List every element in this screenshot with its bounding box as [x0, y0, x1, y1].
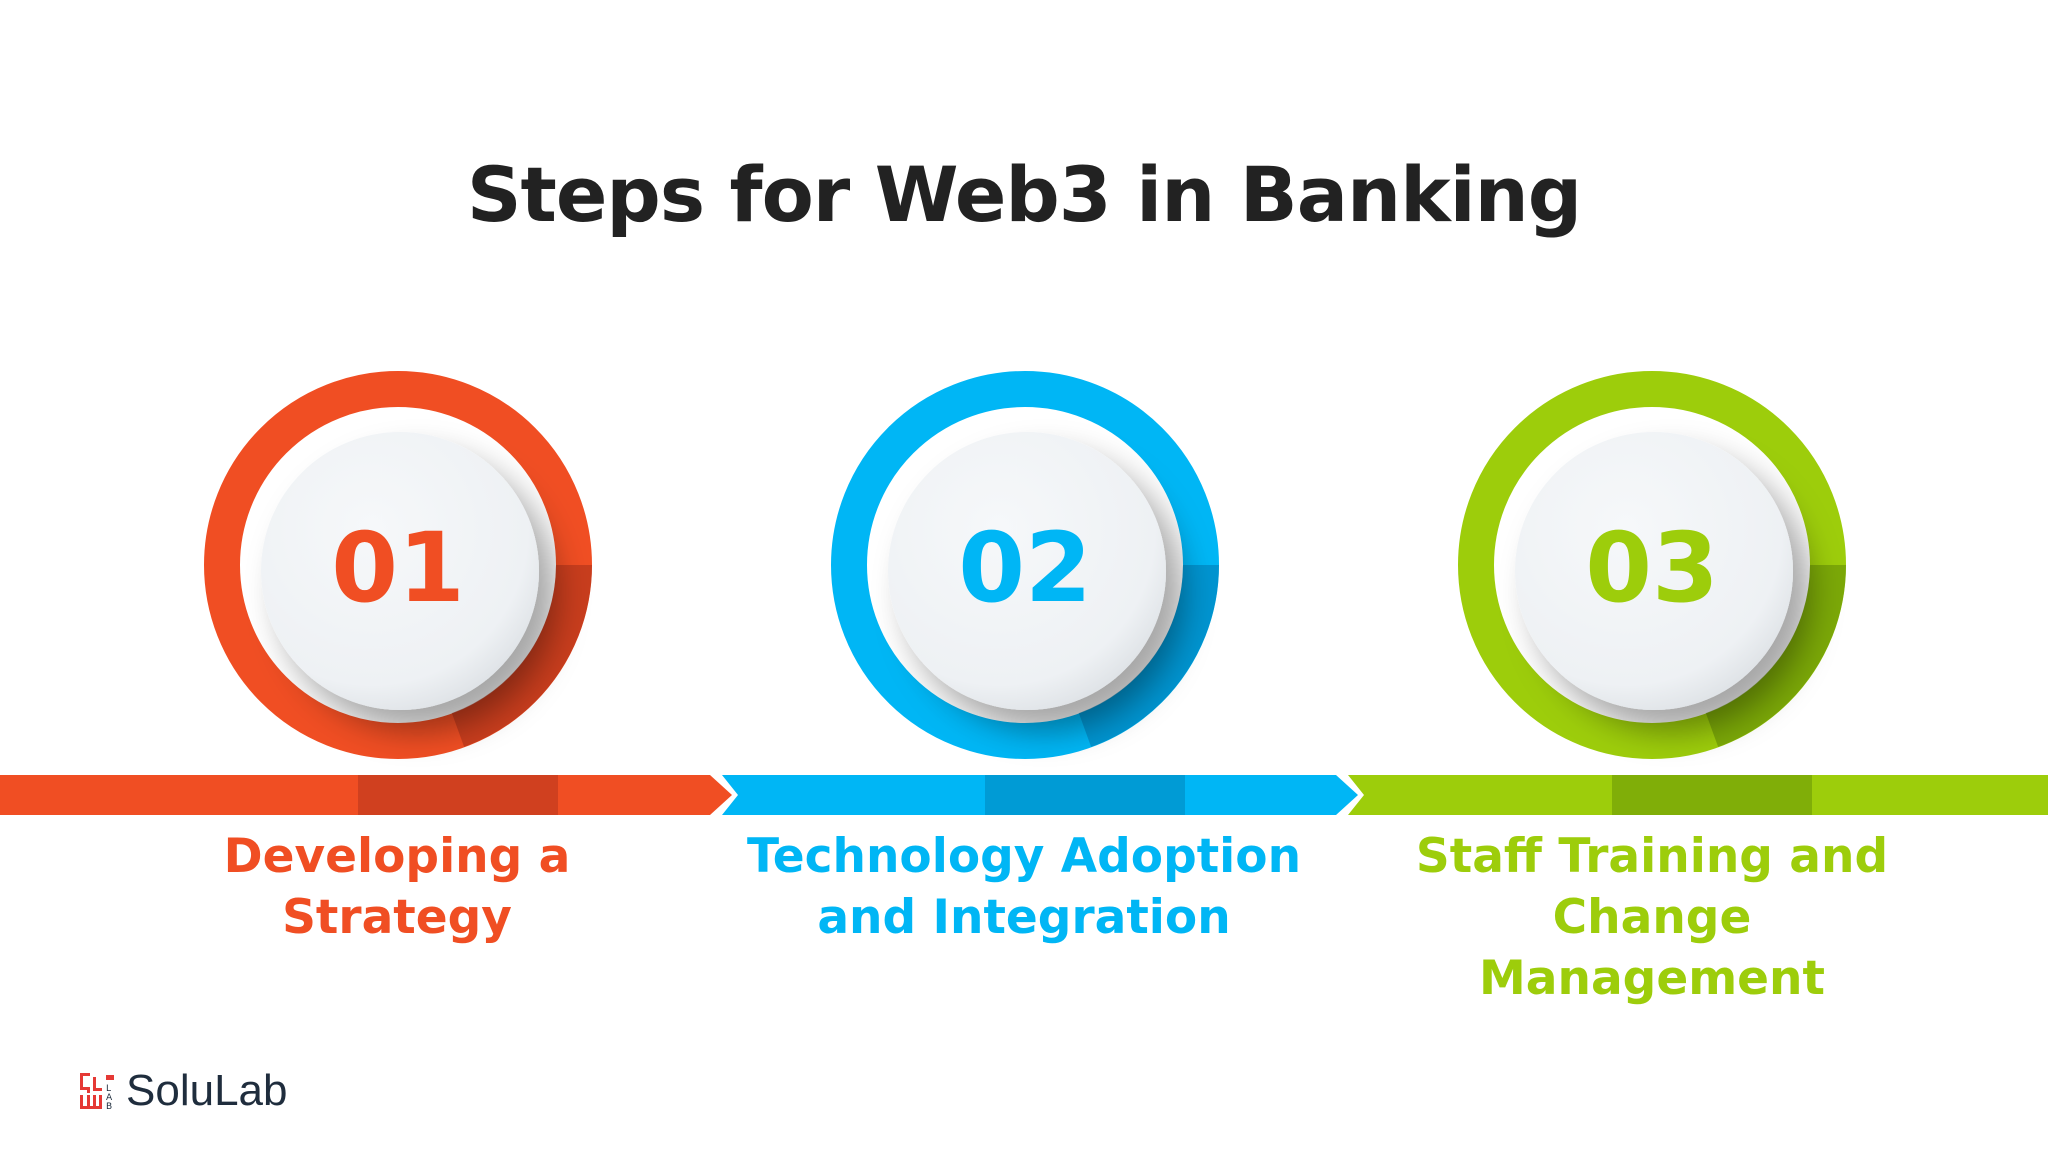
step-1-label: Developing a Strategy: [223, 829, 571, 945]
step-1-disc: [261, 432, 539, 710]
svg-text:L: L: [106, 1084, 111, 1094]
step-3-bar-shade: [1612, 775, 1812, 815]
svg-text:B: B: [106, 1102, 112, 1109]
step-3-number: 03: [1585, 512, 1719, 624]
solulab-logo-icon: L A B: [80, 1073, 114, 1109]
step-2-disc: [888, 432, 1166, 710]
step-1-ring-shade: [451, 564, 592, 747]
step-3-label: Staff Training and Change Management: [1415, 829, 1889, 1006]
solulab-logo: L A B SoluLab: [80, 1066, 287, 1116]
step-1-number: 01: [331, 512, 465, 624]
step-3-disc: [1515, 432, 1793, 710]
step-2-label: Technology Adoption and Integration: [746, 829, 1302, 945]
step-3-ring-shade: [1705, 564, 1846, 747]
step-1-arrow-bar: [0, 775, 732, 815]
step-2-ring-shade: [1078, 564, 1219, 747]
step-3-arrow-bar: [1348, 775, 2048, 815]
svg-text:A: A: [106, 1093, 113, 1103]
page-title: Steps for Web3 in Banking: [466, 150, 1582, 239]
step-1-bar-shade: [358, 775, 558, 815]
step-2-bar-shade: [985, 775, 1185, 815]
step-2-number: 02: [958, 512, 1092, 624]
logo-text: SoluLab: [126, 1066, 288, 1115]
step-2-arrow-bar: [722, 775, 1358, 815]
